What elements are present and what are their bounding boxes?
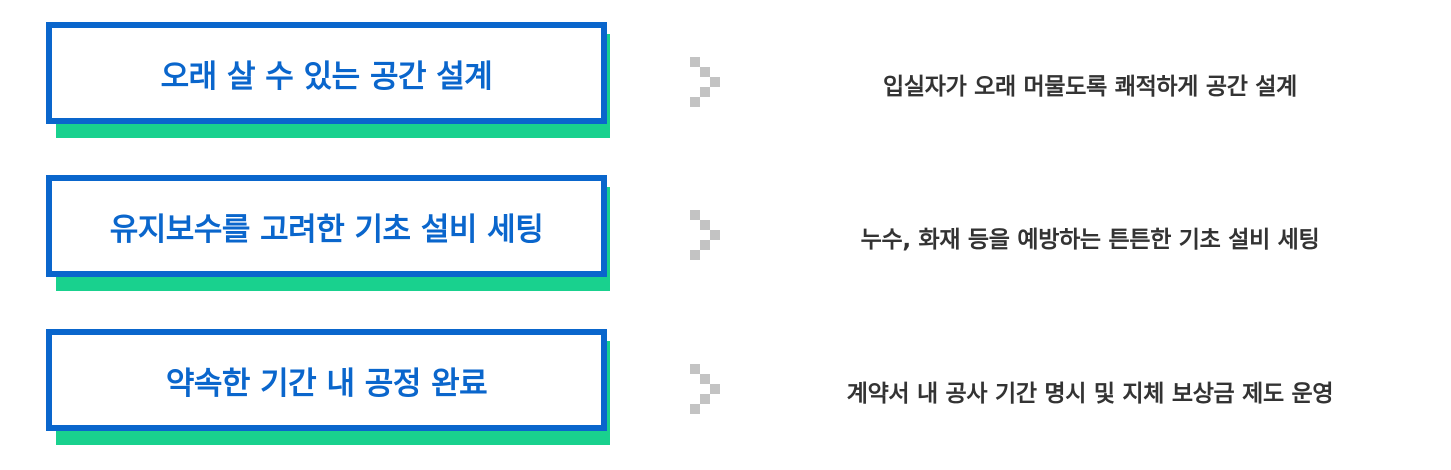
feature-description: 누수, 화재 등을 예방하는 튼튼한 기초 설비 세팅 <box>860 227 1320 253</box>
feature-box-frame: 유지보수를 고려한 기초 설비 세팅 <box>46 175 607 277</box>
feature-box-frame: 오래 살 수 있는 공간 설계 <box>46 22 607 124</box>
feature-title-box: 오래 살 수 있는 공간 설계 <box>46 22 610 138</box>
feature-title: 약속한 기간 내 공정 완료 <box>165 365 488 402</box>
feature-title: 오래 살 수 있는 공간 설계 <box>160 58 493 95</box>
feature-title-box: 약속한 기간 내 공정 완료 <box>46 329 610 445</box>
chevron-right-icon <box>690 57 720 107</box>
feature-description: 입실자가 오래 머물도록 쾌적하게 공간 설계 <box>882 74 1298 100</box>
chevron-right-icon <box>690 364 720 414</box>
feature-row: 오래 살 수 있는 공간 설계 입실자가 오래 머물도록 쾌적하게 공간 설계 <box>0 22 1451 142</box>
feature-row: 약속한 기간 내 공정 완료 계약서 내 공사 기간 명시 및 지체 보상금 제… <box>0 329 1451 449</box>
feature-title: 유지보수를 고려한 기초 설비 세팅 <box>109 211 544 248</box>
chevron-right-icon <box>690 210 720 260</box>
feature-title-box: 유지보수를 고려한 기초 설비 세팅 <box>46 175 610 291</box>
feature-box-frame: 약속한 기간 내 공정 완료 <box>46 329 607 431</box>
feature-description: 계약서 내 공사 기간 명시 및 지체 보상금 제도 운영 <box>846 381 1334 407</box>
feature-row: 유지보수를 고려한 기초 설비 세팅 누수, 화재 등을 예방하는 튼튼한 기초… <box>0 175 1451 295</box>
